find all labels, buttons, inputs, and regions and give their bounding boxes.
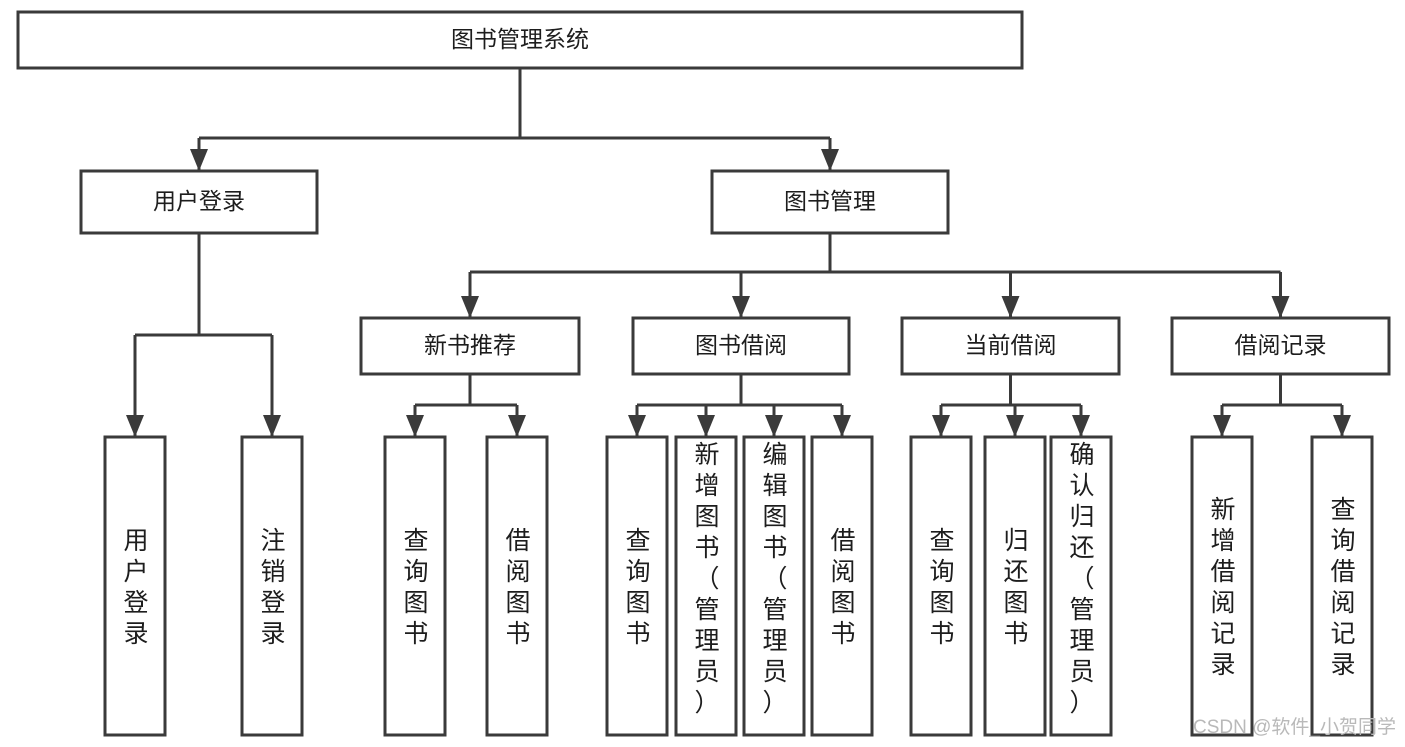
node-box-borrow-record[interactable] [1170,316,1391,376]
node-label-leaf-borrow-book-recommend: 借阅图书 [505,527,530,648]
node-new-book-recommend[interactable]: 新书推荐 [359,316,581,376]
node-book-manage[interactable]: 图书管理 [710,169,950,235]
node-label-leaf-query-book-recommend: 查询图书 [403,527,428,648]
book-borrow-arrow-leaf-borrow-book [833,415,851,437]
node-leaf-query-book-current[interactable]: 查询图书 [909,435,973,737]
node-label-user-login: 用户登录 [153,188,245,214]
node-box-leaf-user-login[interactable] [103,435,167,737]
book-manage-arrow-book-borrow [732,296,750,318]
node-label-leaf-add-borrow-record: 新增借阅记录 [1210,496,1235,679]
connectors-layer [126,68,1351,437]
node-box-leaf-query-book-borrow[interactable] [605,435,669,737]
node-label-current-borrow: 当前借阅 [965,332,1057,358]
node-label-new-book-recommend: 新书推荐 [424,332,516,358]
current-borrow-arrow-leaf-query-book-current [932,415,950,437]
node-current-borrow[interactable]: 当前借阅 [900,316,1121,376]
current-borrow-arrow-leaf-confirm-return [1072,415,1090,437]
node-box-new-book-recommend[interactable] [359,316,581,376]
borrow-record-arrow-leaf-query-borrow-record [1333,415,1351,437]
node-leaf-return-book[interactable]: 归还图书 [983,435,1047,737]
node-leaf-confirm-return[interactable]: 确认归还（管理员） [1049,435,1113,737]
node-box-book-borrow[interactable] [631,316,851,376]
borrow-record-arrow-leaf-add-borrow-record [1213,415,1231,437]
node-box-user-login[interactable] [79,169,319,235]
nodes-layer: 图书管理系统用户登录图书管理新书推荐图书借阅当前借阅借阅记录用户登录注销登录查询… [16,10,1391,737]
node-box-book-manage[interactable] [710,169,950,235]
node-label-borrow-record: 借阅记录 [1235,332,1327,358]
node-box-leaf-add-book[interactable] [674,435,738,737]
node-leaf-query-book-recommend[interactable]: 查询图书 [383,435,447,737]
root-arrow-book-manage [821,149,839,171]
node-leaf-edit-book[interactable]: 编辑图书（管理员） [742,435,806,737]
node-box-leaf-edit-book[interactable] [742,435,806,737]
book-borrow-arrow-leaf-query-book-borrow [628,415,646,437]
node-label-leaf-edit-book: 编辑图书（管理员） [762,441,787,717]
node-leaf-logout-login[interactable]: 注销登录 [240,435,304,737]
node-leaf-borrow-book-recommend[interactable]: 借阅图书 [485,435,549,737]
node-box-root[interactable] [16,10,1024,70]
node-label-leaf-query-book-borrow: 查询图书 [625,527,650,648]
book-manage-arrow-new-book-recommend [461,296,479,318]
node-label-leaf-query-book-current: 查询图书 [929,527,954,648]
node-box-leaf-borrow-book-recommend[interactable] [485,435,549,737]
node-box-leaf-return-book[interactable] [983,435,1047,737]
node-leaf-query-book-borrow[interactable]: 查询图书 [605,435,669,737]
node-box-leaf-borrow-book[interactable] [810,435,874,737]
csdn-watermark: CSDN @软件_小贺同学 [1193,716,1396,738]
new-book-recommend-arrow-leaf-borrow-book-recommend [508,415,526,437]
user-login-arrow-leaf-user-login [126,415,144,437]
root-arrow-user-login [190,149,208,171]
node-label-leaf-query-borrow-record: 查询借阅记录 [1330,496,1355,679]
book-borrow-arrow-leaf-edit-book [765,415,783,437]
node-box-leaf-confirm-return[interactable] [1049,435,1113,737]
node-leaf-user-login[interactable]: 用户登录 [103,435,167,737]
node-leaf-add-book[interactable]: 新增图书（管理员） [674,435,738,737]
node-box-current-borrow[interactable] [900,316,1121,376]
node-box-leaf-query-book-current[interactable] [909,435,973,737]
node-label-leaf-return-book: 归还图书 [1003,527,1028,648]
node-leaf-borrow-book[interactable]: 借阅图书 [810,435,874,737]
current-borrow-arrow-leaf-return-book [1006,415,1024,437]
node-label-leaf-borrow-book: 借阅图书 [830,527,855,648]
new-book-recommend-arrow-leaf-query-book-recommend [406,415,424,437]
node-book-borrow[interactable]: 图书借阅 [631,316,851,376]
user-login-arrow-leaf-logout-login [263,415,281,437]
node-leaf-query-borrow-record[interactable]: 查询借阅记录 [1310,435,1374,737]
node-leaf-add-borrow-record[interactable]: 新增借阅记录 [1190,435,1254,737]
node-label-root: 图书管理系统 [451,26,589,52]
book-borrow-arrow-leaf-add-book [697,415,715,437]
node-box-leaf-logout-login[interactable] [240,435,304,737]
node-root[interactable]: 图书管理系统 [16,10,1024,70]
node-box-leaf-query-borrow-record[interactable] [1310,435,1374,737]
node-box-leaf-query-book-recommend[interactable] [383,435,447,737]
node-label-book-manage: 图书管理 [784,188,876,214]
node-user-login[interactable]: 用户登录 [79,169,319,235]
node-borrow-record[interactable]: 借阅记录 [1170,316,1391,376]
node-label-leaf-logout-login: 注销登录 [260,527,285,648]
book-manage-arrow-current-borrow [1001,296,1020,318]
node-box-leaf-add-borrow-record[interactable] [1190,435,1254,737]
node-label-book-borrow: 图书借阅 [695,332,787,358]
book-manage-arrow-borrow-record [1271,296,1290,318]
node-label-leaf-user-login: 用户登录 [123,527,148,648]
node-label-leaf-add-book: 新增图书（管理员） [694,441,719,717]
node-label-leaf-confirm-return: 确认归还（管理员） [1069,441,1094,717]
